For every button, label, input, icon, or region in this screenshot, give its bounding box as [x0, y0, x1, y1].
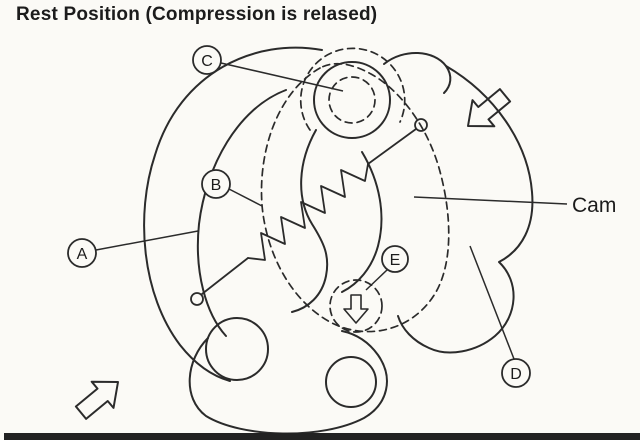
lever-curve-left: [291, 129, 329, 313]
callout-e-leader: [365, 269, 388, 291]
callout-c-leader: [220, 62, 344, 92]
diagram-linework: [74, 46, 534, 435]
callout-a-leader: [95, 230, 199, 251]
plate-right-outline: [397, 65, 534, 354]
top-boss-inner-dashed-circle: [328, 76, 376, 124]
figure-title: Rest Position (Compression is relased): [16, 4, 378, 25]
callouts: A B C D E: [67, 45, 616, 388]
callout-c-letter: C: [201, 53, 213, 70]
cam-callout: Cam: [413, 194, 616, 217]
callout-b-leader: [228, 188, 263, 207]
block-arrow-bottom-left-icon: [74, 380, 119, 420]
cam-leader: [413, 196, 568, 205]
spring-anchor-top-pin: [414, 118, 428, 132]
callout-b-letter: B: [211, 177, 222, 194]
foot-hole-right: [325, 356, 377, 408]
callout-e-letter: E: [390, 252, 401, 269]
top-boss-circle: [313, 61, 391, 139]
callout-d: D: [469, 245, 531, 388]
page-edge-band: [4, 433, 640, 440]
small-down-arrow-icon: [343, 294, 369, 324]
callout-b: B: [201, 169, 263, 207]
callout-a: A: [67, 230, 199, 268]
spring-anchor-bottom-link: [201, 257, 249, 295]
callout-b-circle: [201, 169, 231, 199]
cam-hidden-outline: [260, 62, 450, 333]
plate-foot-outline: [188, 330, 388, 435]
callout-d-circle: [501, 358, 531, 388]
spring-anchor-top-link: [367, 128, 417, 165]
cam-label: Cam: [572, 194, 616, 217]
callout-d-letter: D: [510, 366, 522, 383]
callout-a-letter: A: [77, 246, 88, 263]
callout-c-circle: [192, 45, 222, 75]
callout-a-circle: [67, 238, 97, 268]
pin-hidden-dashed-circle: [329, 279, 383, 333]
plate-left-outline: [143, 46, 323, 382]
callout-e-circle: [381, 245, 409, 273]
plate-left-inner-outline: [196, 89, 287, 337]
top-boss-outer-dashed-arc: [299, 47, 406, 131]
foot-hole-left: [205, 317, 269, 381]
block-arrow-top-right-icon: [467, 88, 512, 128]
return-spring: [247, 163, 369, 261]
callout-c: C: [192, 45, 344, 92]
callout-d-leader: [469, 245, 515, 360]
spring-anchor-bottom-pin: [190, 292, 204, 306]
plate-top-notch: [383, 51, 452, 94]
callout-e: E: [365, 245, 409, 291]
